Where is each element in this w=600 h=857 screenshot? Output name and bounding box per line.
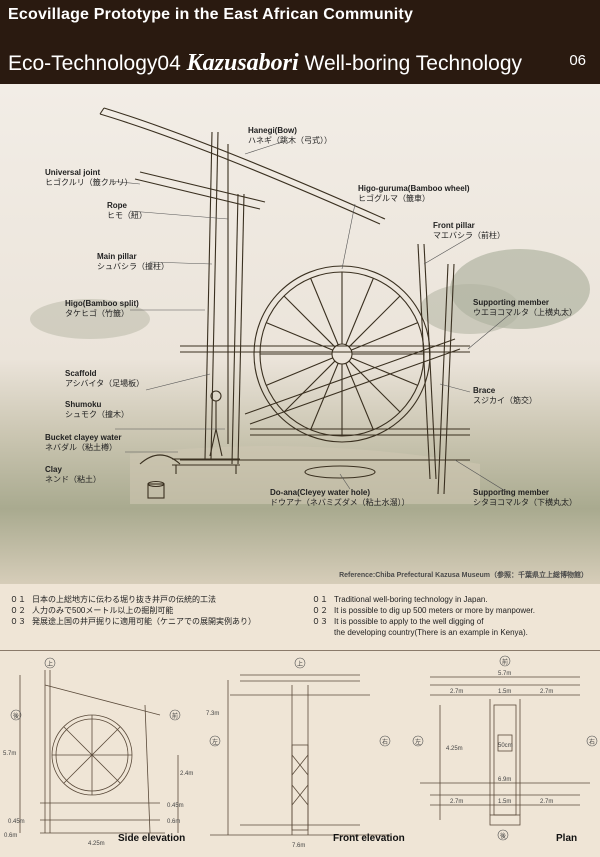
wheel-spoke xyxy=(345,363,374,430)
document-subtitle: Eco-Technology04 Kazusabori Well-boring … xyxy=(8,50,522,77)
front-elevation-drawing: 上 左 右 7.3m 7.6m xyxy=(200,655,410,852)
svg-text:後: 後 xyxy=(500,832,506,840)
wheel-spoke xyxy=(283,295,336,348)
reference-note: Reference:Chiba Prefectural Kazusa Museu… xyxy=(339,572,588,579)
wheel-spoke xyxy=(348,360,401,413)
svg-text:2.7m: 2.7m xyxy=(540,689,553,695)
label-higo-guruma: Higo-guruma(Bamboo wheel)ヒゴグルマ（籤車） xyxy=(358,184,470,203)
svg-text:1.5m: 1.5m xyxy=(498,689,511,695)
svg-text:前: 前 xyxy=(172,712,178,720)
svg-text:2.7m: 2.7m xyxy=(540,799,553,805)
svg-text:0.45m: 0.45m xyxy=(8,819,25,825)
subtitle-italic: Kazusabori xyxy=(186,50,299,76)
plan-drawing: 前 後 左 右 5.7m 2.7m 1.5m 2.7m 4.25m 50cm 6… xyxy=(410,655,600,852)
front-elevation-caption: Front elevation xyxy=(333,833,405,844)
svg-text:0.6m: 0.6m xyxy=(4,833,17,839)
svg-text:7.3m: 7.3m xyxy=(206,711,219,717)
svg-text:0.6m: 0.6m xyxy=(167,819,180,825)
svg-text:左: 左 xyxy=(415,738,421,746)
svg-text:7.6m: 7.6m xyxy=(292,843,305,849)
label-doana: Do-ana(Cleyey water hole)ドウアナ（ネバミズダメ（粘土水… xyxy=(270,488,410,507)
svg-text:1.5m: 1.5m xyxy=(498,799,511,805)
wheel-spoke xyxy=(283,360,336,413)
wheel-spoke xyxy=(348,295,401,348)
label-higo: Higo(Bamboo split)タケヒゴ（竹籤） xyxy=(65,299,139,318)
subtitle-prefix: Eco-Technology04 xyxy=(8,52,181,75)
page-number: 06 xyxy=(569,52,586,69)
label-hanegi: Hanegi(Bow)ハネギ（跳木（弓式）） xyxy=(248,126,332,145)
wheel-spoke xyxy=(310,278,339,345)
side-wheel-spokes xyxy=(52,715,132,795)
wheel-spoke xyxy=(351,357,418,386)
rig-drawing xyxy=(30,107,590,504)
page-header: Ecovillage Prototype in the East African… xyxy=(0,0,600,84)
document-title: Ecovillage Prototype in the East African… xyxy=(8,6,414,23)
side-elevation-drawing: 上 後 前 5.7m 2.4m 0.45m 0.6m 4.25m 0.45m 0… xyxy=(0,655,200,852)
svg-text:右: 右 xyxy=(589,738,595,746)
wheel-spoke xyxy=(266,322,333,351)
subtitle-suffix: Well-boring Technology xyxy=(304,52,523,75)
svg-text:後: 後 xyxy=(13,712,19,720)
svg-text:5.7m: 5.7m xyxy=(3,751,16,757)
svg-text:4.25m: 4.25m xyxy=(88,841,105,847)
svg-text:2.7m: 2.7m xyxy=(450,799,463,805)
wheel-spoke xyxy=(345,278,374,345)
svg-text:上: 上 xyxy=(297,660,303,668)
svg-text:2.4m: 2.4m xyxy=(180,771,193,777)
svg-text:前: 前 xyxy=(502,658,508,666)
svg-text:5.7m: 5.7m xyxy=(498,671,511,677)
svg-text:0.45m: 0.45m xyxy=(167,803,184,809)
side-elevation-caption: Side elevation xyxy=(118,833,186,844)
svg-text:上: 上 xyxy=(47,660,53,668)
svg-text:右: 右 xyxy=(382,738,388,746)
wheel-spoke xyxy=(351,322,418,351)
plan-caption: Plan xyxy=(556,833,578,844)
svg-text:4.25m: 4.25m xyxy=(446,746,463,752)
svg-text:左: 左 xyxy=(212,738,218,746)
svg-text:50cm: 50cm xyxy=(498,743,513,749)
wheel-spoke xyxy=(266,357,333,386)
list-item: the developing country(There is an examp… xyxy=(334,628,528,637)
svg-text:2.7m: 2.7m xyxy=(450,689,463,695)
wheel-spoke xyxy=(310,363,339,430)
section-divider xyxy=(0,650,600,651)
svg-text:6.9m: 6.9m xyxy=(498,777,511,783)
